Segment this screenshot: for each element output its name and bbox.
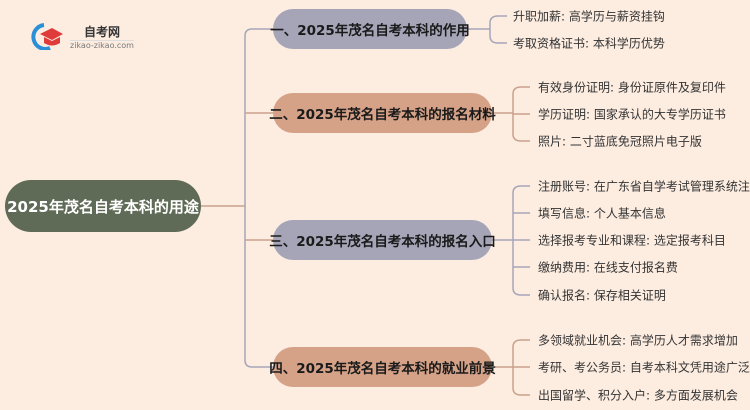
leaf-item: 多领域就业机会: 高学历人才需求增加 (538, 333, 738, 348)
logo-url: zikao-zikao.com (70, 39, 134, 50)
leaf-item: 缴纳费用: 在线支付报名费 (538, 260, 678, 275)
leaf-item: 确认报名: 保存相关证明 (538, 288, 666, 303)
leaf-item: 选择报考专业和课程: 选定报考科目 (538, 233, 726, 248)
leaf-item: 注册账号: 在广东省自学考试管理系统注册 (538, 179, 750, 194)
graduation-cap-icon (31, 23, 63, 50)
branch-node-4[interactable]: 四、2025年茂名自考本科的就业前景 (269, 347, 496, 387)
branch-node-3[interactable]: 三、2025年茂名自考本科的报名入口 (269, 220, 496, 260)
branch-node-2[interactable]: 二、2025年茂名自考本科的报名材料 (269, 93, 496, 133)
leaf-item: 照片: 二寸蓝底免冠照片电子版 (538, 134, 702, 149)
logo: 自考网 zikao-zikao.com (30, 22, 134, 50)
leaf-item: 考研、考公务员: 自考本科文凭用途广泛 (538, 360, 750, 375)
leaf-item: 考取资格证书: 本科学历优势 (513, 36, 665, 51)
leaf-item: 出国留学、积分入户: 多方面发展机会 (538, 388, 738, 403)
leaf-item: 有效身份证明: 身份证原件及复印件 (538, 80, 726, 95)
root-node[interactable]: 2025年茂名自考本科的用途 (5, 180, 201, 232)
leaf-item: 学历证明: 国家承认的大专学历证书 (538, 107, 726, 122)
leaf-item: 升职加薪: 高学历与薪资挂钩 (513, 9, 665, 24)
logo-name: 自考网 (83, 24, 120, 39)
leaf-item: 填写信息: 个人基本信息 (538, 206, 666, 221)
branch-node-1[interactable]: 一、2025年茂名自考本科的作用 (270, 9, 470, 49)
